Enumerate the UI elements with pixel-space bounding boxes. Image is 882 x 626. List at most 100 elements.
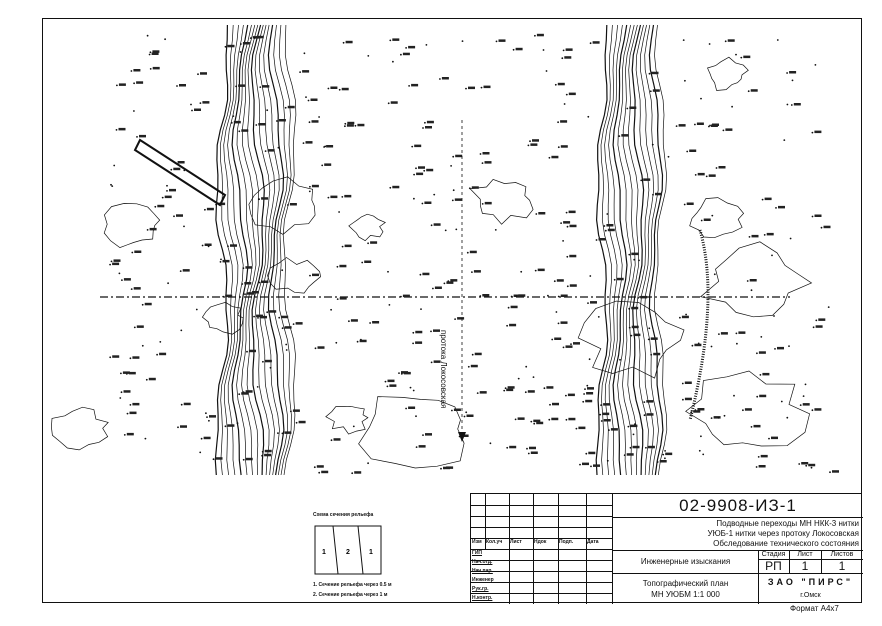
elevation-label: [563, 221, 571, 224]
elevation-point: [815, 319, 818, 322]
elevation-point: [756, 395, 759, 398]
elevation-point: [553, 280, 556, 283]
elevation-label: [552, 402, 559, 406]
elevation-point: [551, 338, 554, 341]
elevation-point: [651, 143, 654, 146]
elevation-point: [715, 167, 718, 169]
project-description: Подводные переходы МН НКК-3 нитки УЮБ-1 …: [707, 519, 859, 548]
elevation-label: [703, 218, 711, 221]
elevation-label: [152, 50, 160, 53]
elevation-point: [506, 324, 508, 327]
elevation-point: [330, 439, 333, 442]
elevation-point: [563, 103, 566, 105]
elevation-point: [643, 401, 646, 403]
elevation-point: [705, 175, 708, 178]
elevation-point: [566, 285, 569, 288]
elevation-label: [204, 243, 212, 246]
elevation-point: [344, 122, 347, 125]
elevation-label: [152, 66, 160, 70]
elevation-label: [468, 86, 475, 90]
left-bank-contour: [278, 24, 292, 476]
elevation-point: [761, 198, 764, 201]
elevation-label: [603, 403, 611, 406]
elevation-label: [546, 386, 554, 389]
elevation-label: [180, 425, 187, 428]
elevation-point: [812, 326, 815, 329]
elevation-point: [239, 51, 242, 53]
elevation-point: [430, 330, 432, 333]
elevation-label: [474, 352, 482, 356]
elevation-label: [450, 279, 458, 282]
elevation-label: [425, 126, 432, 129]
elevation-label: [264, 449, 272, 453]
elevation-label: [387, 379, 395, 383]
elevation-point: [549, 403, 551, 406]
elevation-label: [202, 101, 210, 104]
elevation-label: [651, 71, 659, 75]
elevation-point: [802, 395, 805, 397]
elevation-point: [618, 135, 621, 138]
elevation-label: [128, 371, 136, 375]
elevation-point: [494, 229, 497, 231]
elevation-label: [643, 178, 651, 181]
elevation-point: [412, 389, 415, 392]
elevation-label: [567, 393, 575, 397]
elevation-point: [724, 40, 727, 43]
elevation-label: [652, 89, 660, 92]
elevation-point: [424, 121, 426, 124]
elevation-label: [473, 270, 481, 273]
elevation-point: [413, 173, 415, 176]
elevation-label: [633, 333, 641, 337]
elevation-label: [256, 35, 264, 39]
elevation-point: [440, 467, 442, 470]
elevation-point: [773, 315, 775, 317]
elevation-label: [177, 161, 185, 164]
elevation-label: [134, 250, 142, 253]
elevation-point: [386, 385, 389, 388]
elevation-point: [144, 437, 147, 440]
elevation-point: [238, 393, 241, 396]
elevation-point: [582, 400, 585, 403]
elevation-point: [206, 416, 208, 418]
elevation-label: [697, 408, 705, 411]
elevation-point: [748, 236, 751, 238]
river-label: протока Локосовская: [439, 330, 448, 409]
elevation-point: [388, 304, 391, 306]
elevation-point: [535, 213, 538, 215]
elevation-label: [408, 45, 416, 49]
elevation-label: [350, 319, 358, 322]
elevation-point: [285, 343, 288, 346]
elevation-label: [227, 424, 235, 427]
elevation-label: [241, 392, 249, 395]
elevation-point: [534, 34, 536, 37]
terrain-contour: [469, 178, 534, 225]
left-bank-contour: [214, 24, 230, 476]
elevation-label: [249, 349, 256, 353]
elevation-point: [708, 43, 711, 45]
elevation-point: [648, 72, 651, 75]
elevation-point: [561, 57, 564, 60]
document-number: 02-9908-ИЗ-1: [679, 495, 797, 515]
elevation-label: [681, 315, 689, 319]
elevation-label: [586, 392, 594, 395]
elevation-label: [603, 419, 611, 422]
elevation-point: [700, 219, 703, 222]
elevation-point: [290, 410, 292, 413]
elevation-point: [307, 99, 310, 102]
legend-zone: 2: [346, 549, 350, 556]
elevation-point: [113, 164, 116, 167]
elevation-point: [452, 189, 455, 192]
elevation-label: [132, 402, 140, 406]
elevation-point: [259, 86, 262, 88]
elevation-point: [543, 387, 546, 390]
elevation-point: [763, 234, 766, 236]
elevation-point: [287, 204, 289, 206]
elevation-label: [655, 192, 662, 196]
elevation-point: [664, 450, 666, 452]
elevation-label: [230, 244, 237, 247]
revision-header: Лист: [510, 539, 522, 545]
elevation-point: [336, 265, 339, 268]
elevation-label: [538, 212, 546, 215]
elevation-label: [389, 384, 397, 387]
